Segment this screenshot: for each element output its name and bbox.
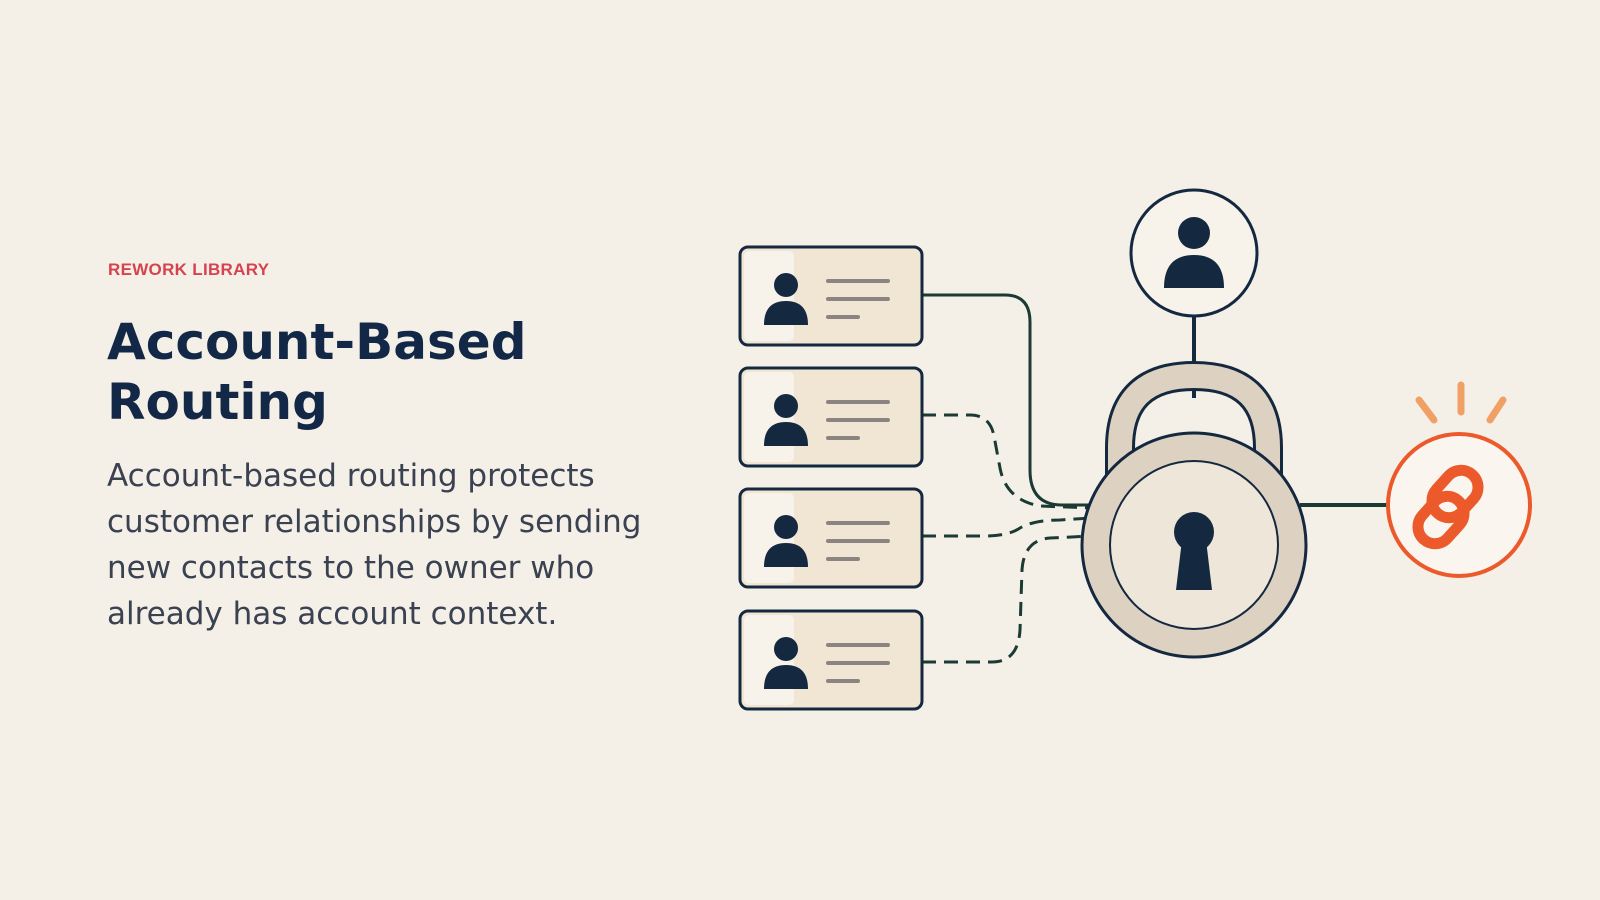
contact-card: [738, 366, 924, 468]
contact-card: [738, 487, 924, 589]
connector-lines: [922, 293, 1390, 664]
eyebrow-label: REWORK LIBRARY: [108, 260, 270, 279]
person-icon: [764, 394, 808, 446]
person-icon: [1164, 217, 1224, 288]
keyhole-icon: [1174, 512, 1214, 590]
routing-diagram: [738, 188, 1532, 711]
connector-line-2: [922, 413, 1093, 510]
person-icon: [764, 273, 808, 325]
link-node: [1386, 381, 1532, 578]
page-title: Account-Based Routing: [107, 313, 527, 431]
person-icon: [764, 515, 808, 567]
contact-card: [738, 609, 924, 711]
text-lines-icon: [826, 400, 890, 440]
connector-line-4: [922, 534, 1093, 664]
text-lines-icon: [826, 643, 890, 683]
chain-link-icon: [1412, 464, 1484, 550]
spark-icon: [1415, 381, 1507, 424]
contact-card: [738, 245, 924, 347]
text-lines-icon: [826, 521, 890, 561]
padlock-icon: [1080, 360, 1308, 659]
text-lines-icon: [826, 279, 890, 319]
owner-node: [1129, 188, 1259, 318]
page-description: Account-based routing protects customer …: [107, 458, 642, 632]
person-icon: [764, 637, 808, 689]
connector-line-1: [922, 293, 1092, 507]
connector-line-3: [922, 516, 1093, 538]
